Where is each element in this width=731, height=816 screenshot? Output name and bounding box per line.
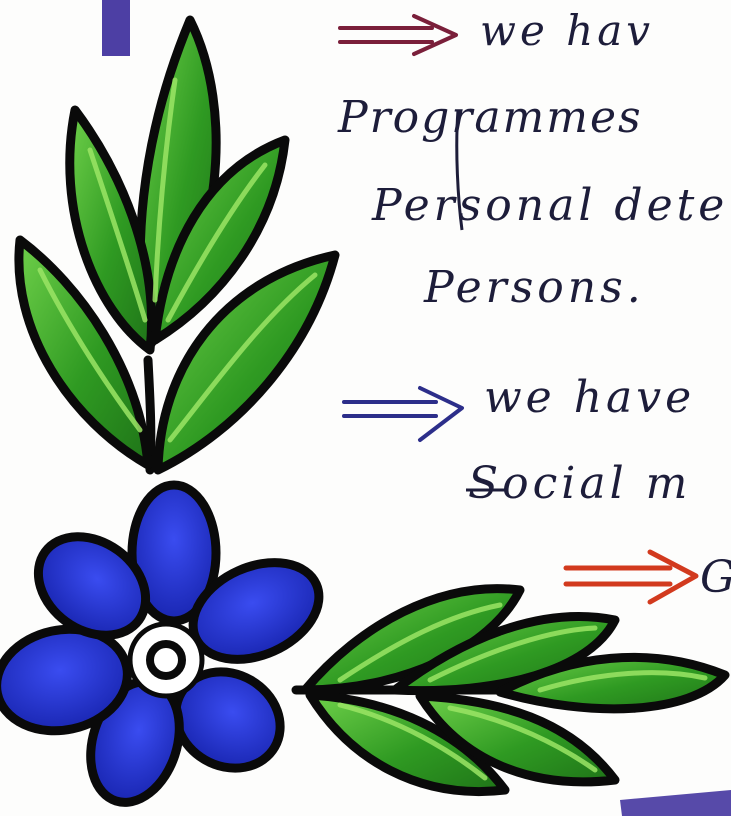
leaf-branch-icon	[291, 584, 730, 796]
petal	[127, 480, 221, 626]
double-arrow-icon	[563, 549, 699, 605]
handwritten-line: Programmes	[338, 92, 643, 143]
leaf-icon	[65, 105, 157, 355]
marker-stroke-top	[102, 0, 130, 56]
leaf-icon	[415, 691, 620, 787]
flower-center	[127, 621, 205, 699]
flower-icon	[0, 480, 324, 807]
handwritten-line: we have	[484, 372, 696, 423]
petal	[33, 532, 151, 640]
double-arrow-icon	[342, 386, 464, 442]
leaf-spray-icon	[14, 15, 340, 475]
leaf-icon	[495, 652, 730, 714]
leaf-icon	[153, 250, 340, 475]
handwritten-line: Social m	[468, 458, 692, 509]
leaf-icon	[150, 135, 290, 345]
handwritten-line: Personal dete	[372, 180, 729, 231]
leaf-icon	[305, 690, 510, 796]
handwritten-line: Persons.	[424, 262, 645, 313]
double-arrow-icon	[338, 14, 458, 56]
marker-stroke-bottom	[620, 790, 731, 816]
petal	[0, 624, 132, 736]
handwritten-line: G	[700, 556, 731, 600]
handwritten-line: we hav	[480, 6, 654, 55]
pen-loop-mark	[455, 109, 464, 231]
